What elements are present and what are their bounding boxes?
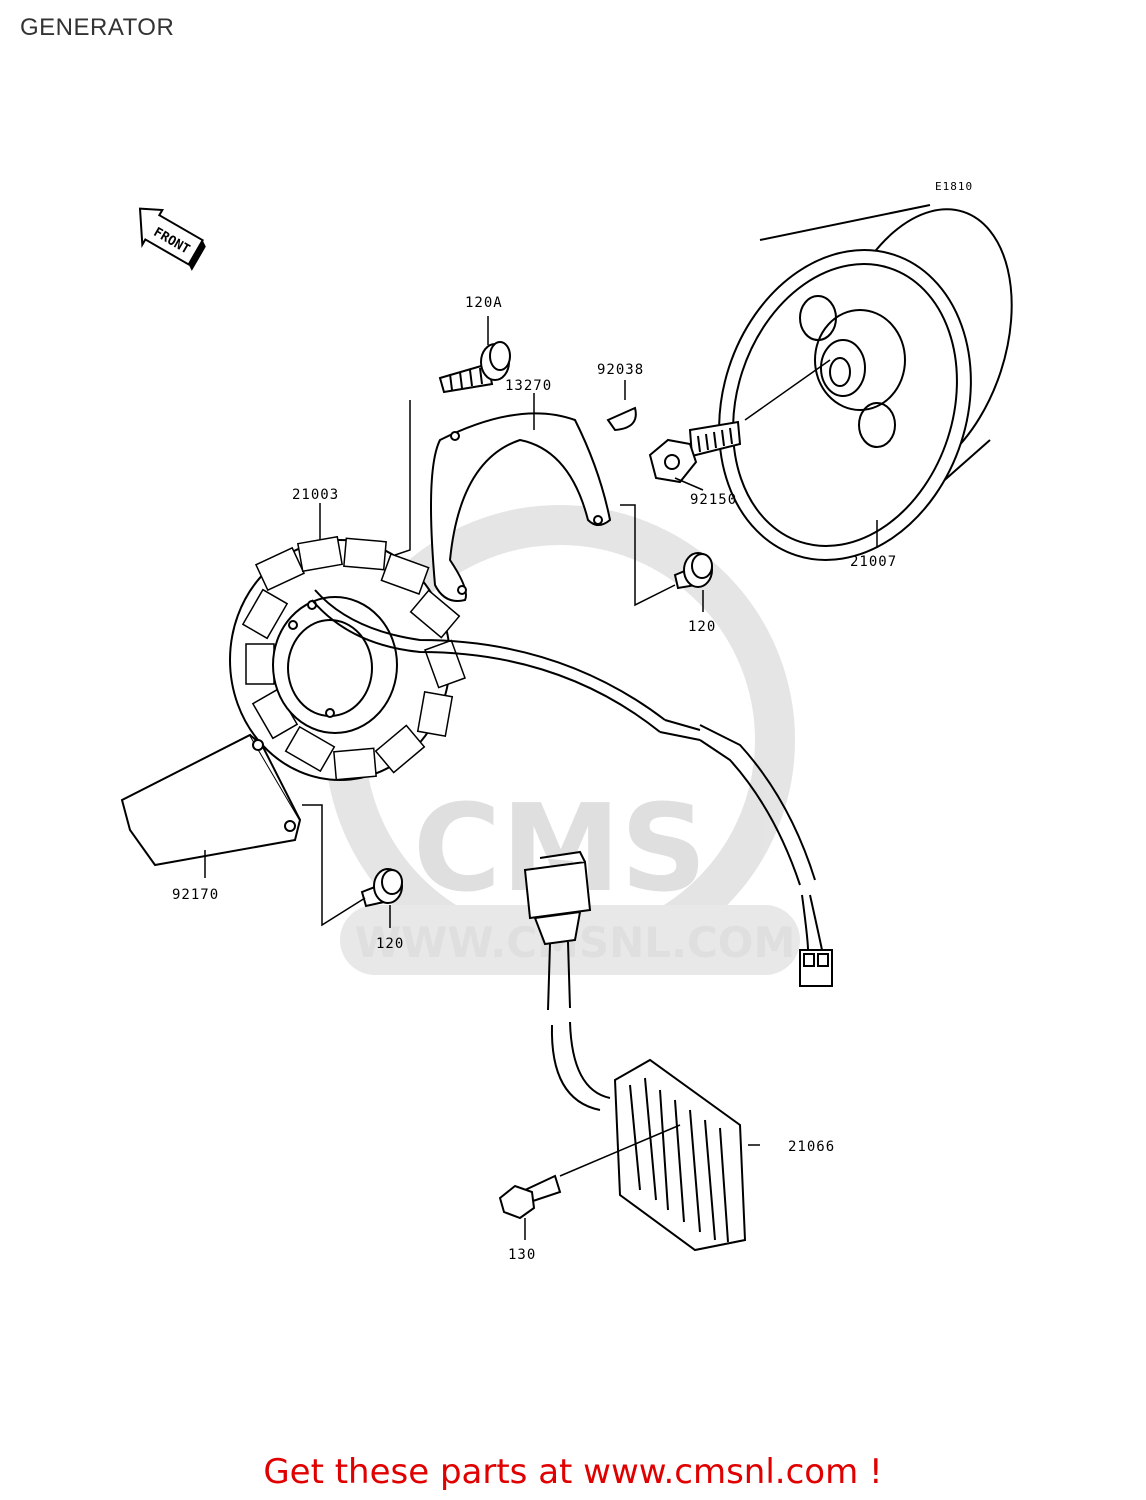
part-label-120-right: 120: [688, 619, 716, 635]
footer-cta[interactable]: Get these parts at www.cmsnl.com !: [263, 1452, 883, 1492]
leader-lines: [204, 316, 878, 1240]
part-label-21066: 21066: [788, 1139, 835, 1155]
regulator-rectifier: [613, 1058, 747, 1252]
part-label-21003: 21003: [292, 487, 339, 503]
screw-120A: [438, 341, 511, 394]
woodruff-key: [606, 406, 637, 432]
cable-cover: [120, 733, 302, 867]
part-label-92170: 92170: [172, 887, 219, 903]
part-label-92038: 92038: [597, 362, 644, 378]
stator-cable: [311, 589, 833, 987]
part-label-21007: 21007: [850, 554, 897, 570]
screw-120-right: [673, 552, 713, 590]
bolt-92150: [648, 420, 742, 484]
page-title: GENERATOR: [20, 14, 175, 41]
holder-plate: [430, 412, 612, 602]
part-label-120-lower: 120: [376, 936, 404, 952]
part-label-92150: 92150: [690, 492, 737, 508]
part-label-120A: 120A: [465, 295, 503, 311]
connector: [523, 850, 611, 1111]
diagram-code: E1810: [935, 180, 973, 193]
part-label-13270: 13270: [505, 378, 552, 394]
flywheel-rotor: [718, 204, 1013, 561]
part-labels: 120A 13270 92038 92150 21007 21003 120 9…: [172, 295, 897, 1263]
stator-coil: [229, 535, 466, 781]
front-arrow-icon: FRONT: [138, 207, 206, 271]
part-label-130: 130: [508, 1247, 536, 1263]
bolt-130: [498, 1174, 562, 1220]
screw-120-lower: [360, 868, 403, 908]
